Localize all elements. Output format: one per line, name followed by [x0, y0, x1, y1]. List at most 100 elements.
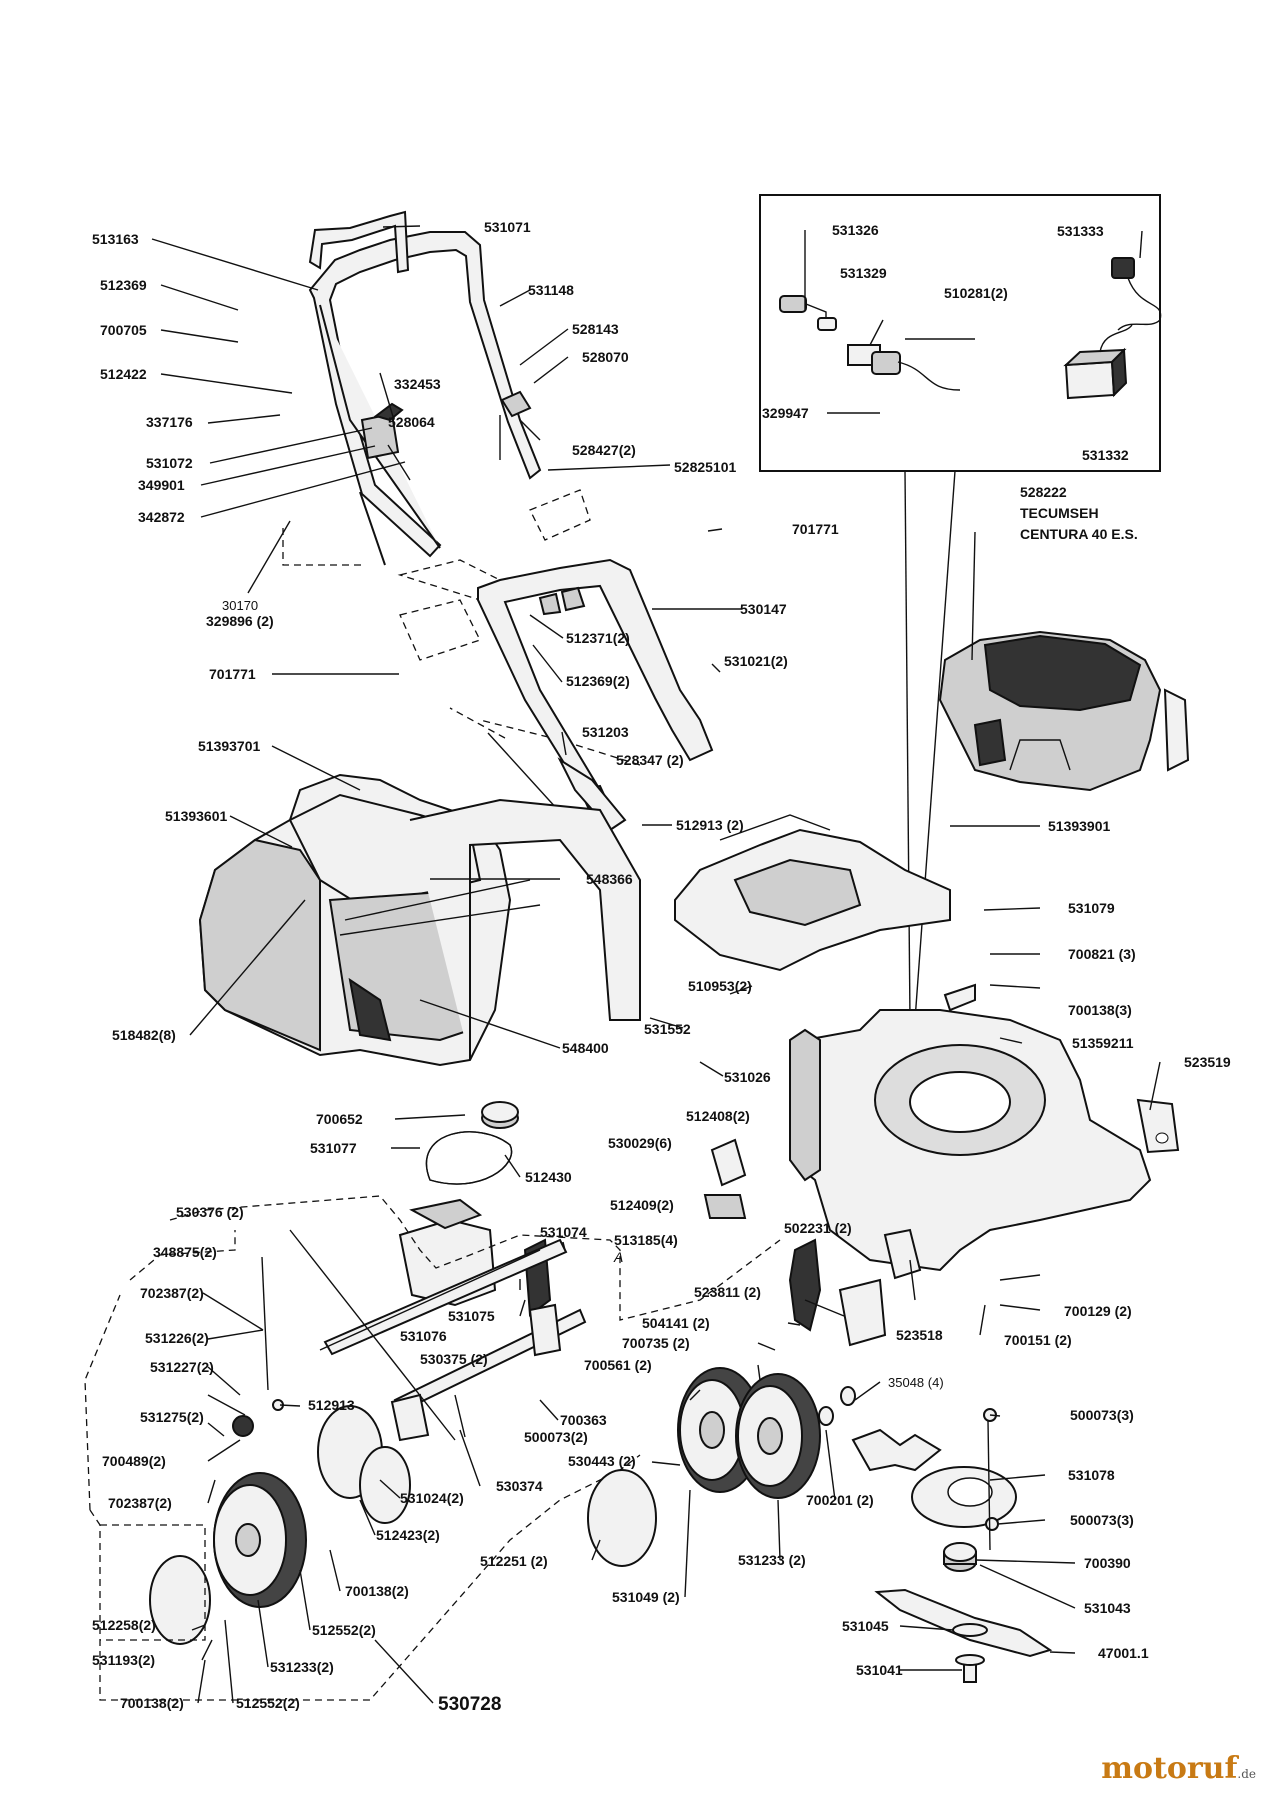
- part-number-label: 512251 (2): [480, 1553, 548, 1569]
- part-number-label: 512552(2): [312, 1622, 376, 1638]
- part-number-label: 512913 (2): [676, 817, 744, 833]
- part-number-label: 531072: [146, 455, 193, 471]
- leader-lines: [151, 225, 1161, 1704]
- part-number-label: 500073(3): [1070, 1512, 1134, 1528]
- mower-deck: [789, 983, 1180, 1272]
- part-number-label: 329947: [762, 405, 809, 421]
- part-number-label: 531227(2): [150, 1359, 214, 1375]
- part-number-label: 700652: [316, 1111, 363, 1127]
- part-number-label: 531024(2): [400, 1490, 464, 1506]
- electrics-inset: [759, 194, 1162, 1021]
- part-number-label: 700390: [1084, 1555, 1131, 1571]
- part-number-label: 510953(2): [688, 978, 752, 994]
- part-number-label: 531076: [400, 1328, 447, 1344]
- part-labels: 513163 512369 700705 512422 337176 53107…: [92, 219, 1231, 1715]
- part-number-label: 513185(4): [614, 1232, 678, 1248]
- watermark-suffix: .de: [1237, 1767, 1256, 1781]
- part-number-label: 531233(2): [270, 1659, 334, 1675]
- part-number-label: 531226(2): [145, 1330, 209, 1346]
- front-wheels: [587, 1228, 922, 1567]
- part-number-label: 700363: [560, 1412, 607, 1428]
- part-number-label: 500073(2): [524, 1429, 588, 1445]
- assembly-number: 530728: [438, 1694, 501, 1715]
- part-number-label: 700705: [100, 322, 147, 338]
- part-number-label: 528347 (2): [616, 752, 684, 768]
- part-number-label: 513163: [92, 231, 139, 247]
- part-number-label: 700138(3): [1068, 1002, 1132, 1018]
- part-number-label: 512409(2): [610, 1197, 674, 1213]
- part-number-label: 531077: [310, 1140, 357, 1156]
- part-number-label: 700129 (2): [1064, 1303, 1132, 1319]
- part-number-label: 500073(3): [1070, 1407, 1134, 1423]
- part-number-label: 530374: [496, 1478, 543, 1494]
- part-number-label: 512369(2): [566, 673, 630, 689]
- part-number-label: 531329: [840, 265, 887, 281]
- part-number-label: 531193(2): [92, 1652, 155, 1668]
- part-number-label: 52825101: [674, 459, 737, 475]
- rear-flap: [674, 814, 951, 972]
- part-number-label: 531071: [484, 219, 531, 235]
- blade-assembly: [851, 1408, 1053, 1683]
- part-number-label: 531333: [1057, 223, 1104, 239]
- part-number-label: 531203: [582, 724, 629, 740]
- part-number-label: 349901: [138, 477, 185, 493]
- engine-label-number: 528222: [1020, 484, 1067, 500]
- part-number-label: 512258(2): [92, 1617, 156, 1633]
- part-number-label: 512371(2): [566, 630, 630, 646]
- grass-bag: [198, 773, 641, 1067]
- part-number-label: 702387(2): [140, 1285, 204, 1301]
- part-number-label: 47001.1: [1098, 1645, 1149, 1661]
- part-number-label: 512552(2): [236, 1695, 300, 1711]
- battery-part: [1063, 324, 1133, 400]
- part-number-label: 700821 (3): [1068, 946, 1136, 962]
- part-number-label: 530147: [740, 601, 787, 617]
- part-number-label: 342872: [138, 509, 185, 525]
- part-number-label: 531326: [832, 222, 879, 238]
- part-number-label: 700138(2): [345, 1583, 409, 1599]
- part-number-label: 512369: [100, 277, 147, 293]
- part-number-label: 528070: [582, 349, 629, 365]
- part-number-label: 700561 (2): [584, 1357, 652, 1373]
- part-number-label: 510281(2): [944, 285, 1008, 301]
- engine-label-model: CENTURA 40 E.S.: [1020, 526, 1138, 542]
- part-number-label: 30170: [222, 598, 258, 613]
- part-number-label: 530029(6): [608, 1135, 672, 1151]
- part-number-label: 700151 (2): [1004, 1332, 1072, 1348]
- part-number-label: 51393701: [198, 738, 261, 754]
- part-number-label: 512430: [525, 1169, 572, 1185]
- part-number-label: 700201 (2): [806, 1492, 874, 1508]
- watermark-name: motoruf: [1101, 1751, 1238, 1786]
- part-number-label: 523518: [896, 1327, 943, 1343]
- part-number-label: 51359211: [1072, 1035, 1134, 1051]
- part-number-label: 518482(8): [112, 1027, 176, 1043]
- cable-connector-part: [847, 344, 961, 391]
- part-number-label: 528143: [572, 321, 619, 337]
- part-number-label: 531021(2): [724, 653, 788, 669]
- part-number-label: 531148: [528, 282, 574, 298]
- part-number-label: 702387(2): [108, 1495, 172, 1511]
- part-number-label: 504141 (2): [642, 1315, 710, 1331]
- part-number-label: 502231 (2): [784, 1220, 852, 1236]
- part-number-label: 329896 (2): [206, 613, 274, 629]
- assembly-guides: [282, 415, 641, 811]
- part-number-label: 531233 (2): [738, 1552, 806, 1568]
- part-number-label: 531552: [644, 1021, 691, 1037]
- part-number-label: 512423(2): [376, 1527, 440, 1543]
- key-part: [1111, 257, 1162, 331]
- part-number-label: 701771: [209, 666, 256, 682]
- part-number-label: 530375 (2): [420, 1351, 488, 1367]
- part-number-label: 700735 (2): [622, 1335, 690, 1351]
- part-number-label: 528427(2): [572, 442, 636, 458]
- engine-label-brand: TECUMSEH: [1020, 505, 1099, 521]
- part-number-label: 531332: [1082, 447, 1129, 463]
- part-number-label: 512422: [100, 366, 147, 382]
- part-number-label: 531078: [1068, 1467, 1115, 1483]
- part-number-label: 531074: [540, 1224, 587, 1240]
- part-number-label: 528064: [388, 414, 435, 430]
- part-number-label: 337176: [146, 414, 193, 430]
- part-number-label: 530443 (2): [568, 1453, 636, 1469]
- watermark-logo: motoruf.de: [1101, 1751, 1256, 1786]
- part-number-label: 332453: [394, 376, 441, 392]
